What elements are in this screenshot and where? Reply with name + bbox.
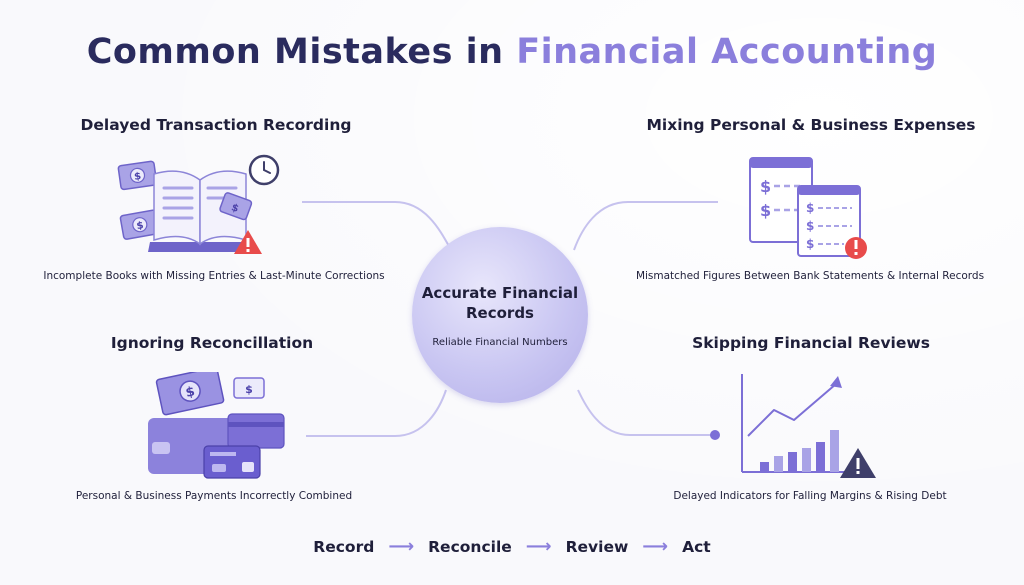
connector-end-dot <box>710 430 720 440</box>
flow-step-reconcile: Reconcile <box>428 537 512 556</box>
title-part-1: Common Mistakes in <box>86 32 504 72</box>
heading-delayed-transaction: Delayed Transaction Recording <box>80 116 352 134</box>
bill-currency-symbol-2: $ <box>136 220 145 232</box>
caption-delayed-transaction: Incomplete Books with Missing Entries & … <box>43 270 385 282</box>
connector-bottom-right <box>577 389 715 436</box>
small-bill-currency-symbol: $ <box>245 383 253 396</box>
heading-mixing-expenses: Mixing Personal & Business Expenses <box>646 116 976 134</box>
heading-skipping-reviews: Skipping Financial Reviews <box>692 334 930 352</box>
open-book-icon: $ $ $ <box>117 154 280 254</box>
flow-arrow-icon: ⟶ <box>388 536 415 557</box>
center-subtitle: Reliable Financial Numbers <box>432 336 568 348</box>
flow-step-review: Review <box>565 537 629 556</box>
title-part-2: Financial Accounting <box>516 32 938 72</box>
center-title: Accurate Financial Records <box>421 283 579 322</box>
bill-currency-symbol-1: $ <box>133 171 141 183</box>
ledger-currency-symbol-5: $ <box>806 237 814 251</box>
flow-step-act: Act <box>682 537 711 556</box>
ledger-currency-symbol-2: $ <box>760 201 771 220</box>
connector-top-left <box>302 201 451 249</box>
page-title: Common Mistakes in Financial Accounting <box>0 32 1024 72</box>
bar-chart-warning-icon <box>741 374 876 478</box>
connector-top-right <box>573 201 718 251</box>
cash-and-cards-icon: $ $ <box>148 372 285 479</box>
caption-mixing-expenses: Mismatched Figures Between Bank Statemen… <box>635 270 985 282</box>
heading-ignoring-reconciliation: Ignoring Reconcillation <box>110 334 314 352</box>
flow-step-record: Record <box>313 537 375 556</box>
ledger-sheets-icon: $ $ $ $ $ <box>749 157 867 259</box>
ledger-currency-symbol-4: $ <box>806 219 814 233</box>
connector-bottom-left <box>306 389 447 437</box>
cash-currency-symbol: $ <box>184 384 196 401</box>
center-hub: Accurate Financial Records Reliable Fina… <box>412 227 588 403</box>
flow-arrow-icon: ⟶ <box>642 536 669 557</box>
ledger-currency-symbol-1: $ <box>760 177 771 196</box>
flow-arrow-icon: ⟶ <box>525 536 552 557</box>
process-flow: Record ⟶ Reconcile ⟶ Review ⟶ Act <box>0 536 1024 557</box>
caption-ignoring-reconciliation: Personal & Business Payments Incorrectly… <box>75 490 353 502</box>
bill-currency-symbol-3: $ <box>230 202 240 215</box>
caption-skipping-reviews: Delayed Indicators for Falling Margins &… <box>673 490 947 502</box>
ledger-currency-symbol-3: $ <box>806 201 814 215</box>
